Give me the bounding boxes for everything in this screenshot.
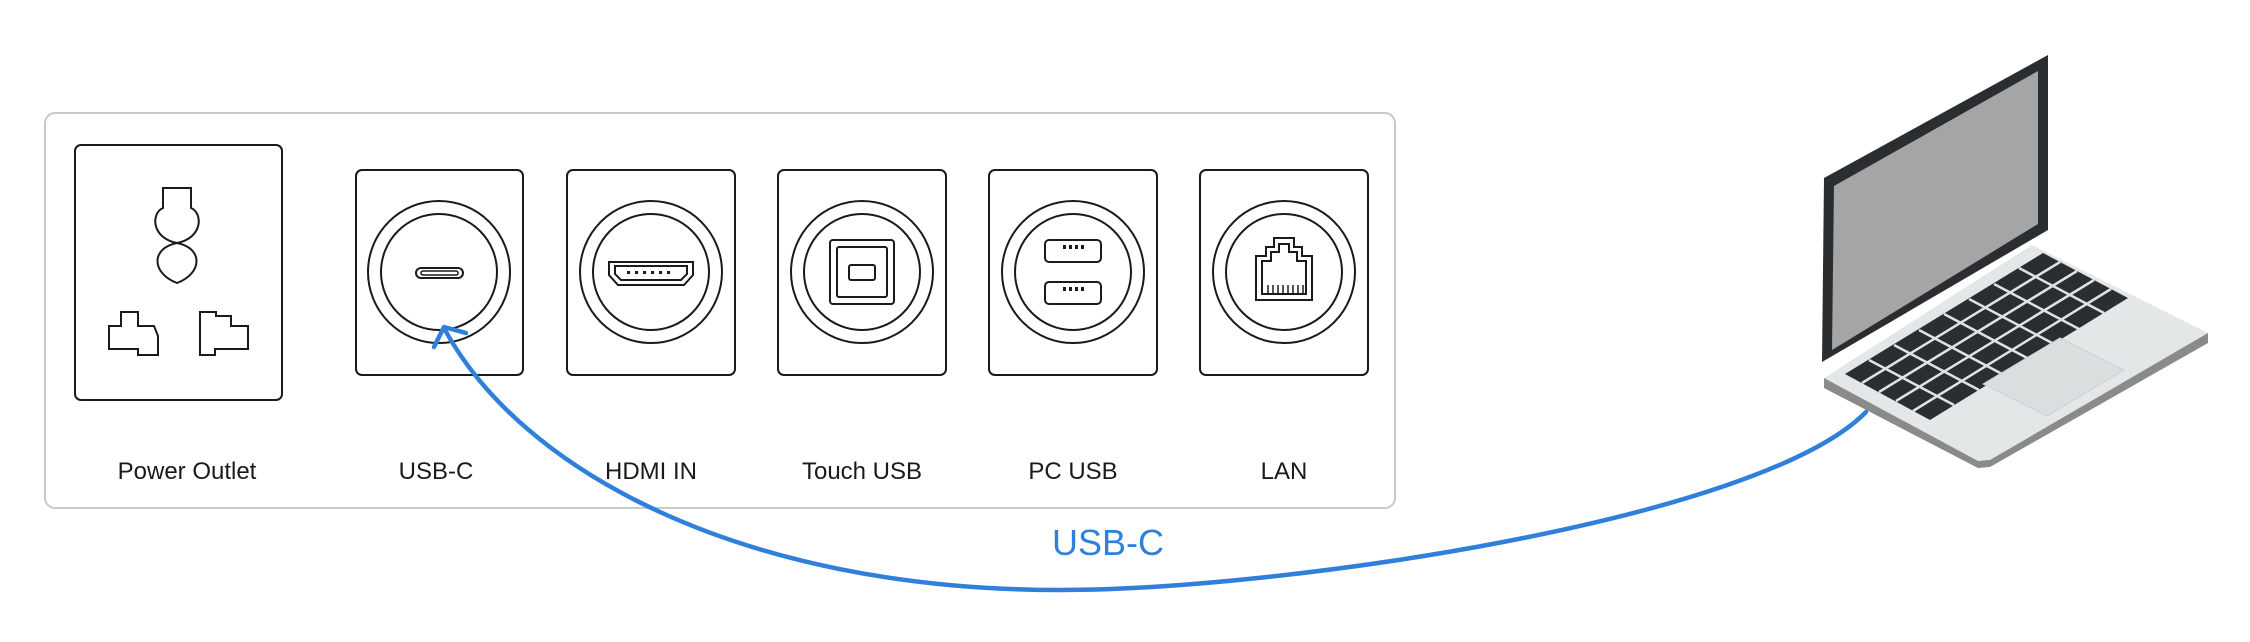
usb-c-port-icon — [355, 169, 524, 376]
rj45-lan-port-icon — [1199, 169, 1369, 376]
port-label-hdmi-in: HDMI IN — [605, 458, 697, 485]
port-label-touch-usb: Touch USB — [802, 458, 922, 485]
port-panel — [44, 112, 1396, 509]
dual-usb-a-port-icon — [988, 169, 1158, 376]
hdmi-port-icon — [566, 169, 736, 376]
port-label-pc-usb: PC USB — [1028, 458, 1117, 485]
arrowhead-icon — [431, 324, 469, 350]
port-label-power-outlet: Power Outlet — [118, 458, 257, 485]
cable-label: USB-C — [1052, 522, 1164, 563]
laptop-icon — [1822, 55, 2208, 468]
usb-c-cable — [441, 325, 1869, 593]
usb-b-port-icon — [777, 169, 947, 376]
port-label-lan: LAN — [1261, 458, 1308, 485]
power-outlet-icon — [74, 144, 283, 401]
port-label-usb-c: USB-C — [399, 458, 474, 485]
